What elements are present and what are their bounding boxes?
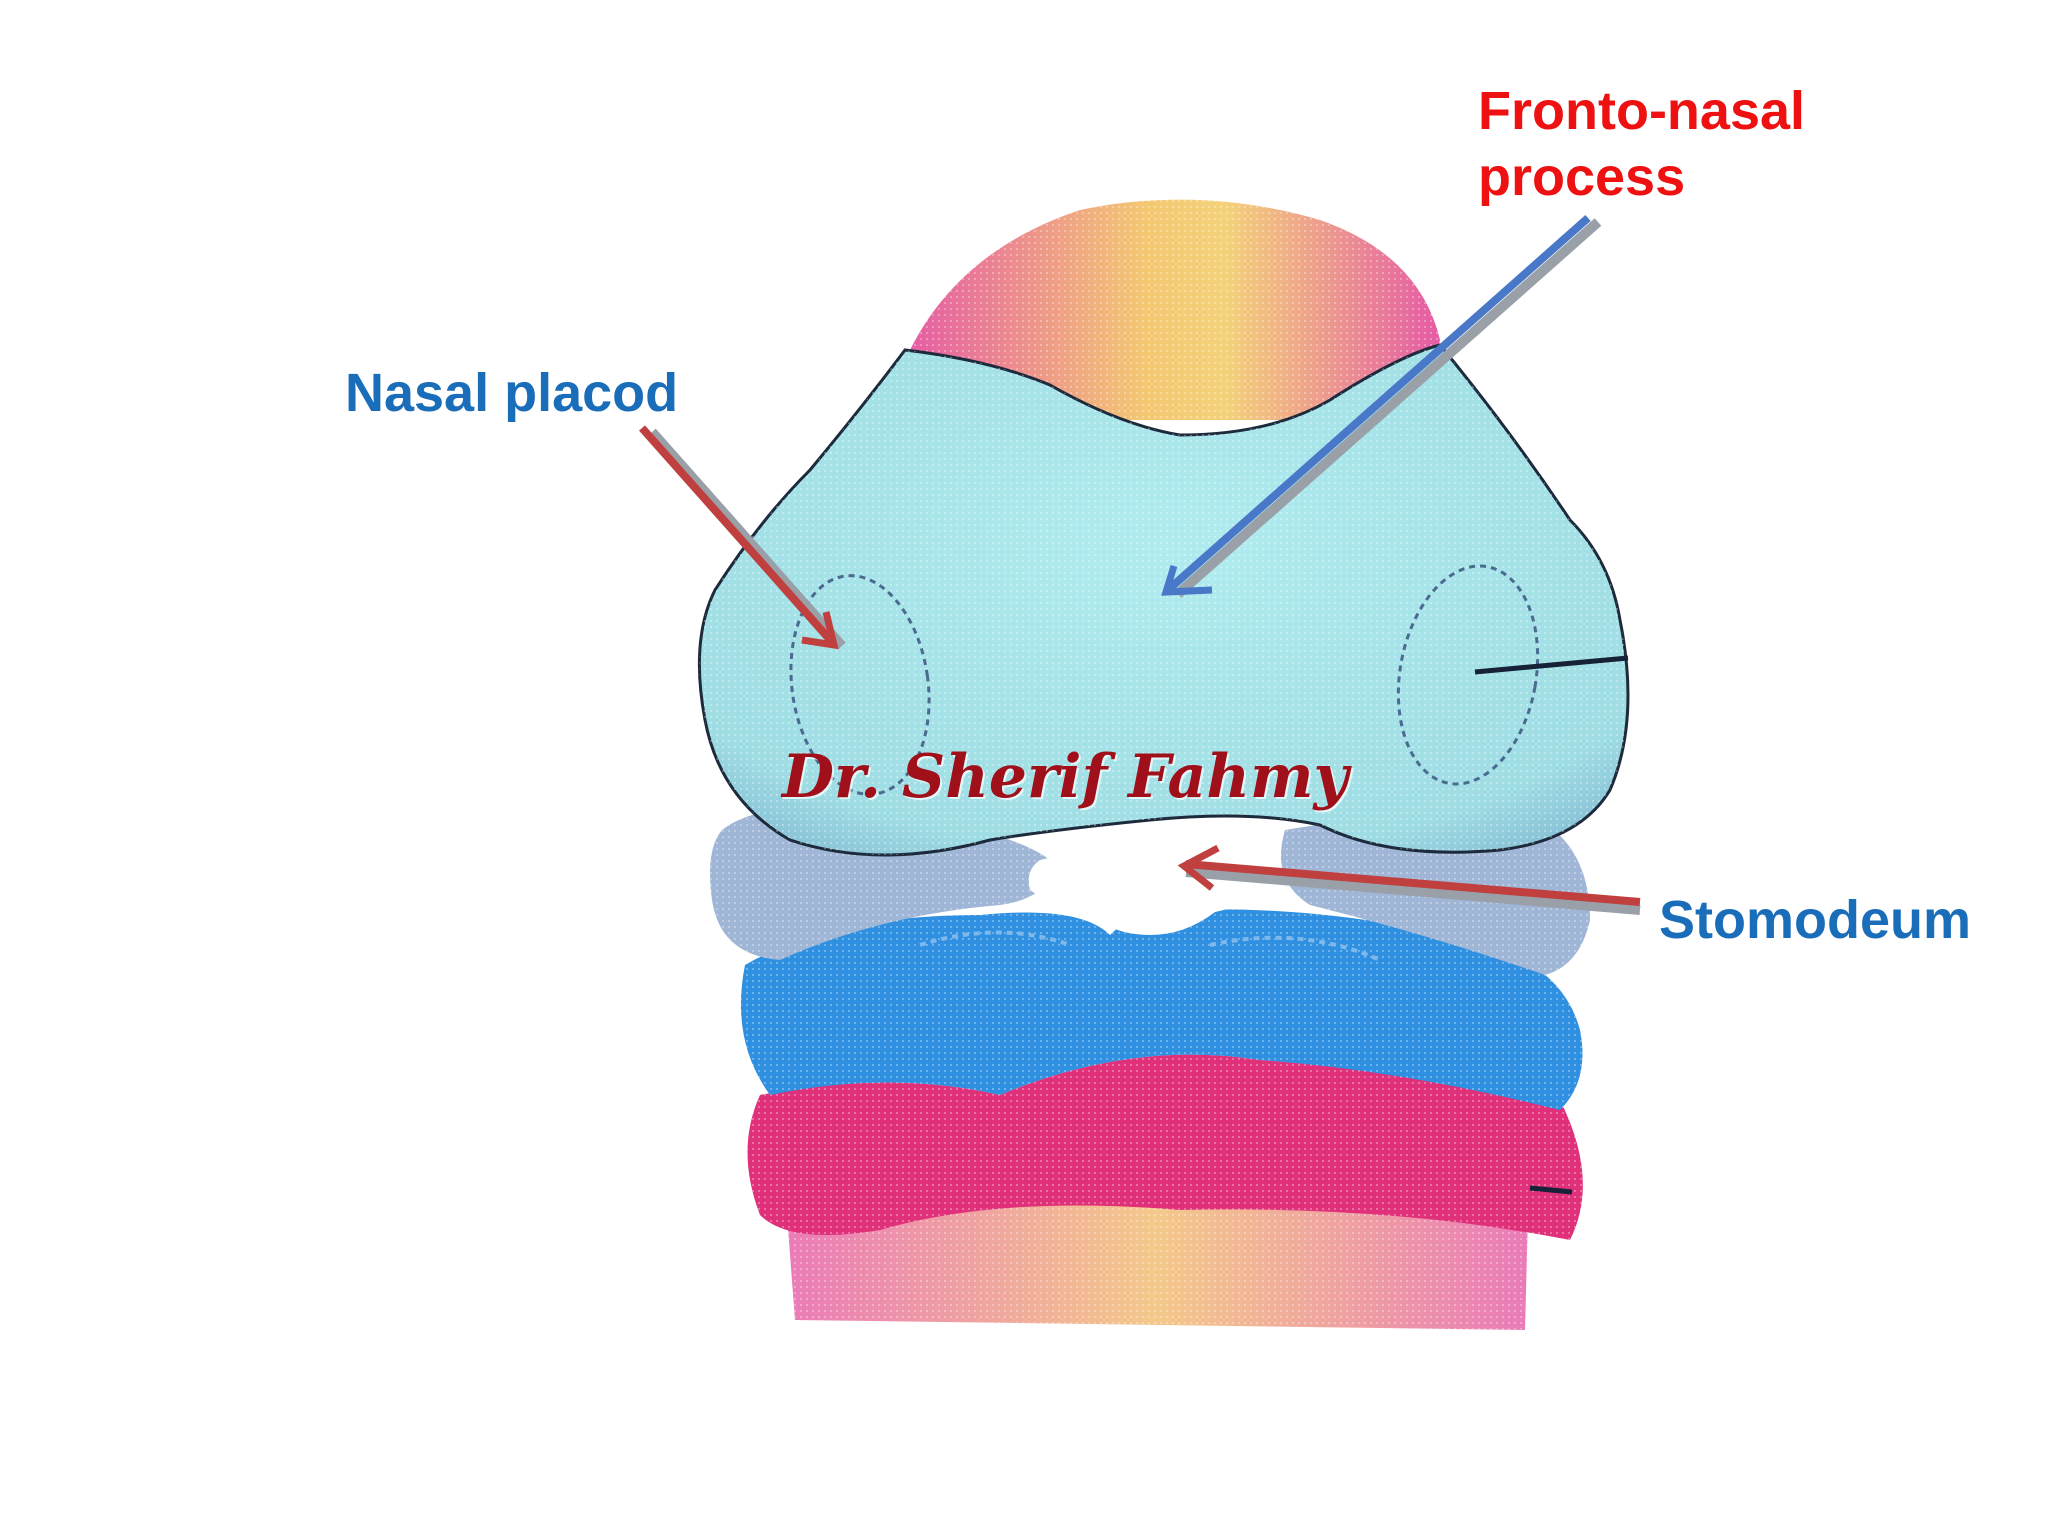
fronto-nasal-label-line1: Fronto-nasal <box>1478 81 1806 141</box>
right-nasal-placode <box>1396 564 1540 786</box>
stomodeum-arrow <box>1177 844 1641 915</box>
fronto-nasal-process-label: Fronto-nasal process <box>1478 78 1805 210</box>
author-watermark: Dr. Sherif Fahmy <box>782 742 1349 812</box>
neck-pointer-line <box>1529 1185 1573 1195</box>
nasal-placod-label: Nasal placod <box>345 363 679 423</box>
left-nasal-placode <box>789 574 931 796</box>
fronto-nasal-arrow <box>1161 215 1602 598</box>
stomodeum-label: Stomodeum <box>1659 890 1972 950</box>
right-placode-pointer-line <box>1474 655 1629 675</box>
nasal-placod-arrow <box>639 425 846 650</box>
fronto-nasal-label-line2: process <box>1478 147 1686 207</box>
